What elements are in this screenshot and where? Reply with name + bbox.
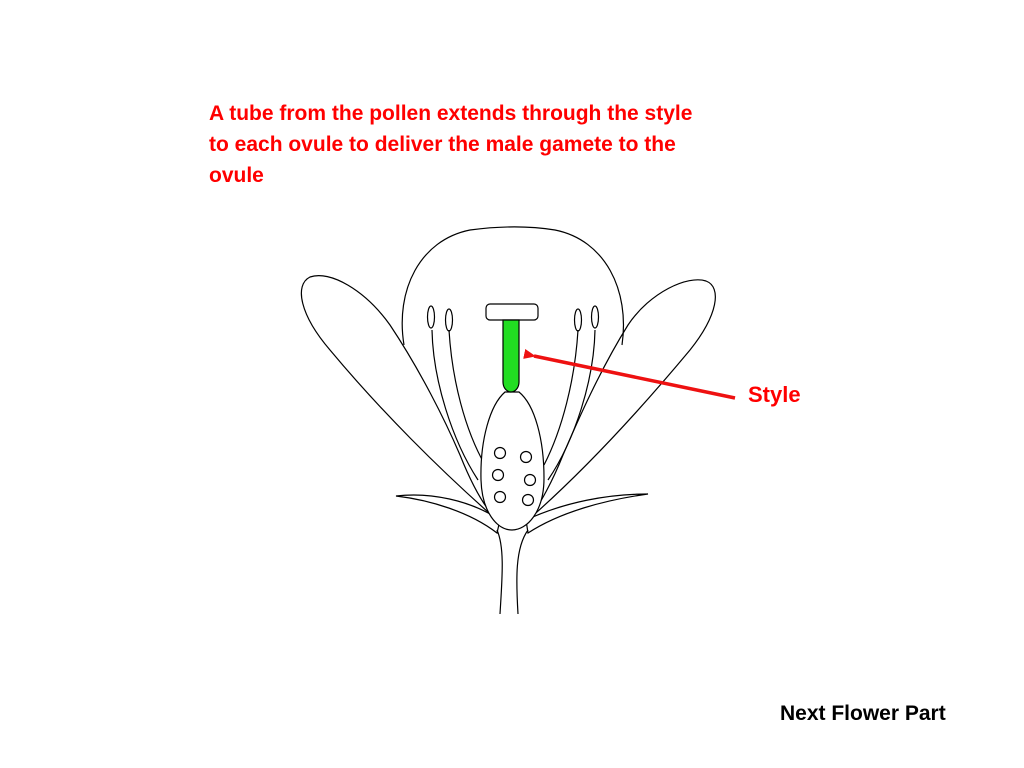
right-petal [527, 279, 716, 521]
anther-right-outer [590, 305, 600, 329]
ovule [491, 468, 505, 482]
ovary [480, 391, 545, 531]
right-sepal [525, 493, 649, 535]
style-highlight [502, 319, 520, 393]
ovule [521, 493, 535, 507]
left-petal [300, 275, 498, 521]
stamen-filament-left-outer [431, 329, 479, 481]
style-pointer-arrow [523, 349, 736, 400]
ovule [519, 450, 533, 464]
next-flower-part-link[interactable]: Next Flower Part [780, 702, 946, 725]
style-label: Style [748, 382, 801, 407]
ovule [493, 446, 507, 460]
caption-line-1: A tube from the pollen extends through t… [209, 102, 693, 125]
caption-line-3: ovule [209, 164, 264, 187]
ovule [493, 490, 507, 504]
stamen-filament-right-inner [543, 329, 579, 466]
back-petal [401, 226, 624, 346]
stamen-filament-left-inner [448, 329, 486, 466]
stamen-filament-right-outer [547, 329, 596, 481]
ovule [523, 473, 537, 487]
caption-line-2: to each ovule to deliver the male gamete… [209, 133, 676, 156]
stigma [485, 303, 539, 321]
anther-right-inner [573, 308, 583, 332]
anther-left-outer [426, 305, 436, 329]
anther-left-inner [444, 308, 454, 332]
left-sepal [395, 494, 501, 535]
stem [496, 529, 529, 615]
caption-text: A tube from the pollen extends through t… [209, 98, 809, 191]
